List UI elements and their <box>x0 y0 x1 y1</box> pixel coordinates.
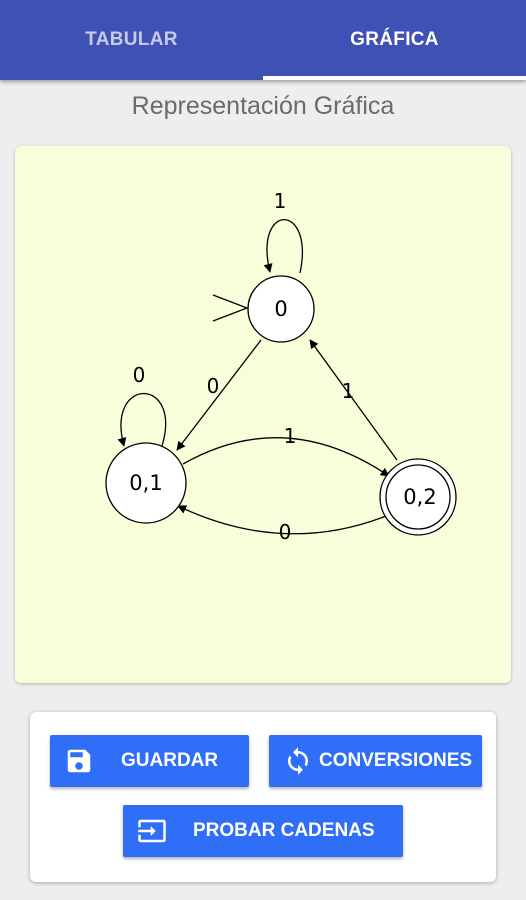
state-0-label: 0 <box>274 297 287 321</box>
sync-icon <box>288 747 308 775</box>
state-01-label: 0,1 <box>129 471 162 495</box>
tab-selected-indicator <box>263 76 526 80</box>
edge-02-to-01 <box>177 505 387 535</box>
edge-02-to-01-label: 0 <box>279 520 292 544</box>
edge-0-loop-label: 1 <box>274 189 287 213</box>
edge-01-loop-label: 0 <box>133 363 146 387</box>
edge-0-to-01 <box>176 339 262 451</box>
test-strings-button[interactable]: PROBAR CADENAS <box>123 805 403 857</box>
state-02-label: 0,2 <box>403 485 436 509</box>
test-strings-button-label: PROBAR CADENAS <box>193 820 375 841</box>
edge-02-to-0-label: 1 <box>342 379 355 403</box>
automaton-graph: 0 0,1 0,2 1 0 0 1 0 1 <box>105 189 457 544</box>
save-button-label: GUARDAR <box>121 750 219 771</box>
conversions-button-label: CONVERSIONES <box>319 750 473 771</box>
state-02-inner-circle <box>385 464 451 530</box>
page-title: Representación Gráfica <box>131 92 395 120</box>
edge-02-to-0 <box>309 339 398 461</box>
automaton-graph-panel: 0 0,1 0,2 1 0 0 1 0 1 <box>15 146 511 683</box>
save-button[interactable]: GUARDAR <box>50 735 249 787</box>
initial-arrow <box>212 294 249 322</box>
tab-bar: TABULAR GRÁFICA <box>0 0 526 80</box>
edge-01-loop <box>117 393 167 447</box>
state-01-circle[interactable] <box>105 442 187 524</box>
edge-01-to-02-label: 1 <box>284 424 297 448</box>
actions-panel: GUARDAR CONVERSIONES PROBAR CADENAS <box>30 712 496 882</box>
tab-grafica[interactable]: GRÁFICA <box>350 29 439 50</box>
save-icon <box>67 749 91 773</box>
edge-0-to-01-label: 0 <box>207 374 220 398</box>
conversions-button[interactable]: CONVERSIONES <box>269 735 482 787</box>
input-icon <box>138 819 166 843</box>
edge-0-loop <box>263 219 303 274</box>
tab-tabular[interactable]: TABULAR <box>85 29 178 50</box>
edge-01-to-02 <box>182 437 390 477</box>
state-0-circle[interactable] <box>247 275 315 343</box>
